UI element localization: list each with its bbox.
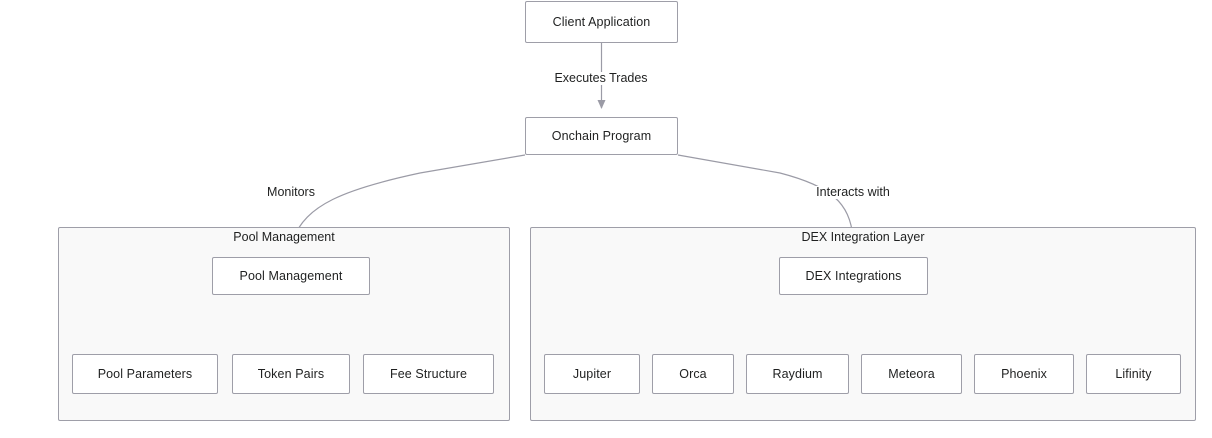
- node-fee-structure[interactable]: Fee Structure: [363, 354, 494, 394]
- node-meteora[interactable]: Meteora: [861, 354, 962, 394]
- cluster-label-dex-integration-layer: DEX Integration Layer: [801, 230, 925, 244]
- node-jupiter[interactable]: Jupiter: [544, 354, 640, 394]
- node-orca[interactable]: Orca: [652, 354, 734, 394]
- node-lifinity[interactable]: Lifinity: [1086, 354, 1181, 394]
- node-pool-parameters[interactable]: Pool Parameters: [72, 354, 218, 394]
- edge-label-executes-trades: Executes Trades: [552, 71, 650, 85]
- edge-label-interacts-with: Interacts with: [814, 185, 892, 199]
- node-token-pairs[interactable]: Token Pairs: [232, 354, 350, 394]
- node-phoenix[interactable]: Phoenix: [974, 354, 1074, 394]
- node-dex-integrations[interactable]: DEX Integrations: [779, 257, 928, 295]
- node-onchain-program[interactable]: Onchain Program: [525, 117, 678, 155]
- node-client-application[interactable]: Client Application: [525, 1, 678, 43]
- edge-label-monitors: Monitors: [265, 185, 317, 199]
- cluster-label-pool-management: Pool Management: [233, 230, 335, 244]
- node-raydium[interactable]: Raydium: [746, 354, 849, 394]
- node-pool-management[interactable]: Pool Management: [212, 257, 370, 295]
